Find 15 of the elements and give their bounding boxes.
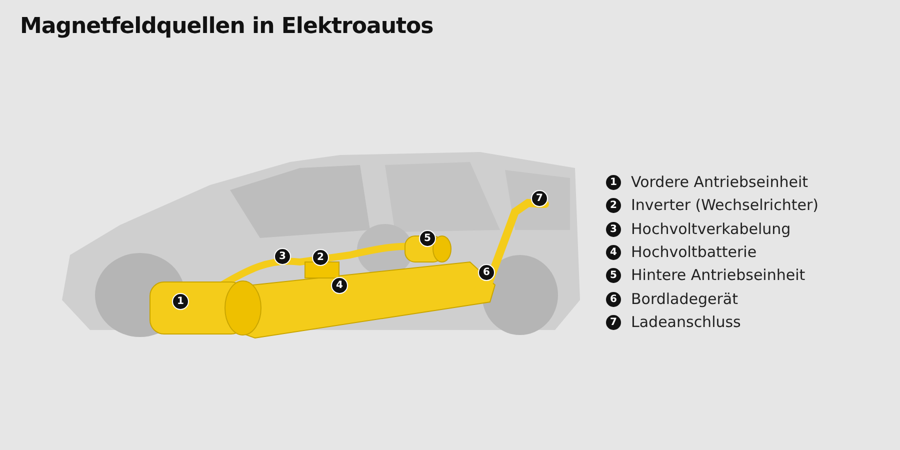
key-text: Hochvoltbatterie [631, 243, 757, 261]
key-text: Inverter (Wechselrichter) [631, 196, 818, 214]
key-text: Hochvoltverkabelung [631, 220, 791, 238]
key-number: 4 [606, 244, 621, 260]
key-number: 1 [606, 174, 621, 190]
key-number: 6 [606, 292, 621, 306]
key-text: Ladeanschluss [631, 313, 741, 331]
diagram-title: Magnetfeldquellen in Elektroautos [20, 14, 434, 39]
key-number: 5 [606, 268, 621, 282]
key-text: Bordladegerät [631, 290, 738, 308]
key-number: 2 [606, 198, 621, 212]
key-number: 3 [606, 222, 621, 236]
key-text: Vordere Antriebseinheit [631, 173, 808, 191]
key-text: Hintere Antriebseinheit [631, 266, 806, 284]
key-number: 7 [606, 314, 621, 330]
